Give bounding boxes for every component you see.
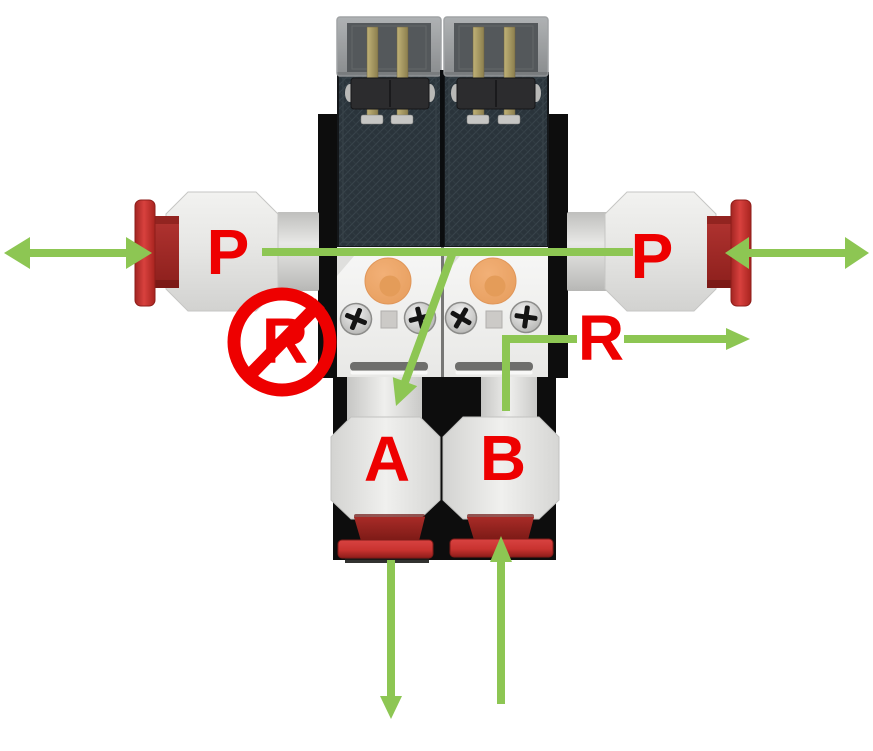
fitting-a-stem bbox=[347, 374, 422, 420]
b-in-arrow bbox=[490, 536, 512, 704]
fitting-p-left bbox=[134, 191, 319, 312]
no-symbol-icon bbox=[227, 287, 337, 397]
screw bbox=[444, 301, 478, 335]
p-left-bidirectional-arrow bbox=[4, 237, 152, 269]
port-label-b: B bbox=[479, 422, 527, 494]
port-label-p-left: P bbox=[206, 216, 250, 288]
a-out-arrow bbox=[380, 560, 402, 719]
p-right-bidirectional-arrow bbox=[725, 237, 869, 269]
b-to-r-flow-line bbox=[502, 335, 577, 411]
screw bbox=[339, 302, 373, 336]
port-label-r: R bbox=[577, 302, 625, 374]
solenoid-valve-unit-left bbox=[336, 16, 442, 377]
port-label-a: A bbox=[363, 423, 411, 495]
screw bbox=[509, 300, 543, 334]
port-label-p-right: P bbox=[630, 220, 674, 292]
fitting-a bbox=[330, 416, 441, 559]
vent-slot bbox=[455, 362, 533, 371]
r-out-arrow bbox=[624, 328, 750, 350]
p-to-a-flow-arrow bbox=[392, 250, 457, 406]
